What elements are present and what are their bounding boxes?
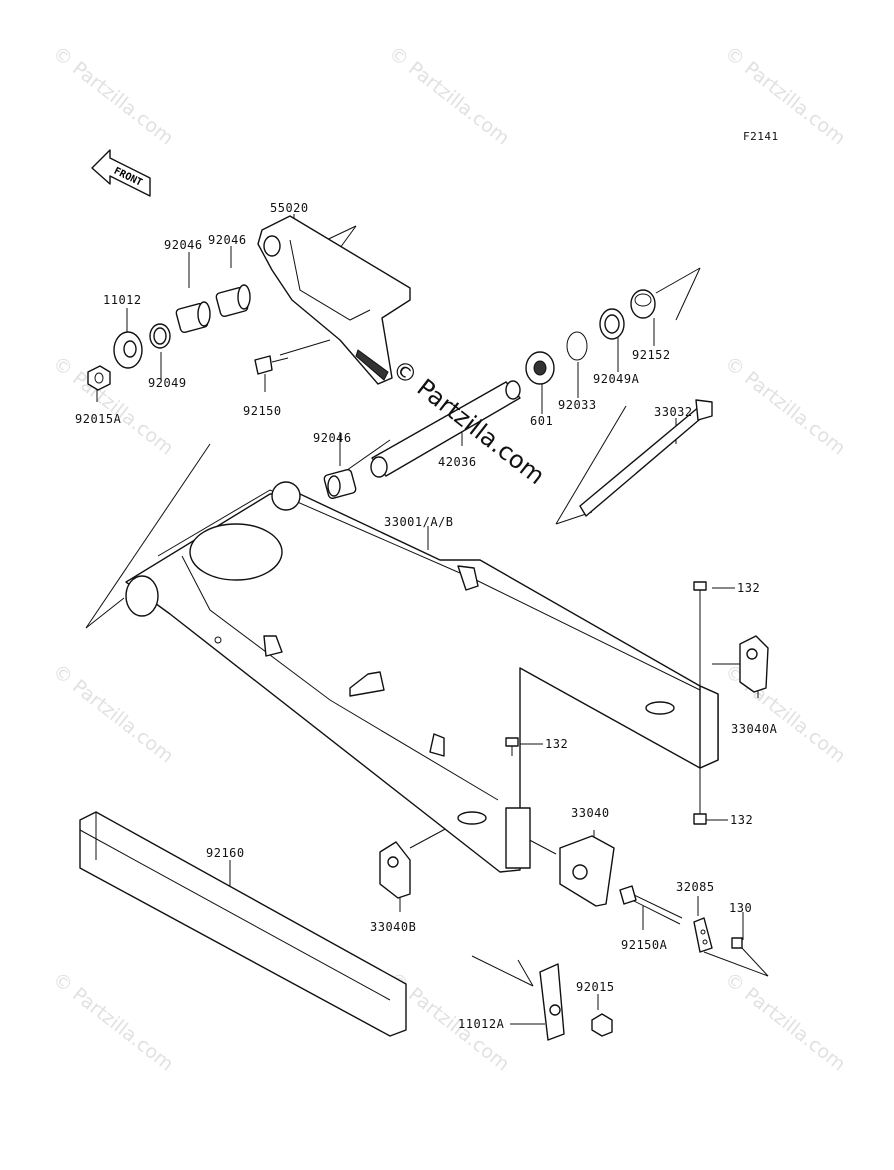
bolt-132-lower-right (693, 813, 707, 825)
part-label[interactable]: 92046 (208, 233, 247, 247)
swingarm-body (125, 481, 719, 873)
bolt-130 (731, 937, 743, 949)
part-label[interactable]: 33032 (654, 405, 693, 419)
part-label[interactable]: 33040B (370, 920, 417, 934)
chain-guard-92160 (79, 811, 407, 1037)
cap-92152 (630, 289, 656, 319)
seal-92049 (149, 323, 171, 349)
part-label[interactable]: 92049 (148, 376, 187, 390)
nut-92015A (87, 365, 111, 391)
bearing-92046-lower (175, 301, 211, 334)
pivot-shaft-33032 (579, 399, 713, 517)
bolt-132-mid (505, 737, 519, 756)
figure-code: F2141 (743, 130, 779, 143)
part-label[interactable]: 42036 (438, 455, 477, 469)
part-label[interactable]: 130 (729, 901, 753, 915)
bolt-92150A (619, 885, 683, 925)
part-label[interactable]: 33040A (731, 722, 778, 736)
part-label[interactable]: 92150A (621, 938, 668, 952)
bearing-601 (525, 351, 555, 385)
part-label[interactable]: 92015A (75, 412, 122, 426)
part-label[interactable]: 92046 (313, 431, 352, 445)
part-label[interactable]: 33040 (571, 806, 610, 820)
part-label[interactable]: 92015 (576, 980, 615, 994)
part-label[interactable]: 92049A (593, 372, 640, 386)
part-label[interactable]: 132 (545, 737, 569, 751)
bolt-132-upper-right (693, 581, 707, 600)
part-label[interactable]: 55020 (270, 201, 309, 215)
nut-92015 (591, 1013, 613, 1037)
part-label[interactable]: 601 (530, 414, 554, 428)
leader-lines (85, 214, 769, 1025)
block-11012A (539, 963, 565, 1041)
bracket-33040A (739, 635, 769, 693)
bracket-33040B (379, 841, 411, 899)
part-label[interactable]: 32085 (676, 880, 715, 894)
bearing-92046-swingarm (323, 468, 357, 500)
part-label[interactable]: 11012A (458, 1017, 505, 1031)
part-label[interactable]: 92033 (558, 398, 597, 412)
part-label[interactable]: 33001/A/B (384, 515, 454, 529)
seal-92049A (599, 308, 625, 340)
part-label[interactable]: 132 (737, 581, 761, 595)
adjuster-block-33040 (559, 835, 615, 907)
part-label[interactable]: 92150 (243, 404, 282, 418)
sleeve-42036 (370, 380, 521, 478)
front-arrow-icon: FRONT (91, 149, 151, 197)
part-label[interactable]: 132 (730, 813, 754, 827)
bolt-92150 (254, 355, 289, 375)
part-label[interactable]: 92152 (632, 348, 671, 362)
part-label[interactable]: 92046 (164, 238, 203, 252)
part-label[interactable]: 92160 (206, 846, 245, 860)
collar-11012 (113, 331, 143, 369)
circlip-92033 (566, 331, 588, 361)
chain-guide-part (257, 215, 411, 385)
part-label[interactable]: 11012 (103, 293, 142, 307)
plate-32085 (693, 917, 713, 953)
bearing-92046-upper (215, 284, 251, 318)
